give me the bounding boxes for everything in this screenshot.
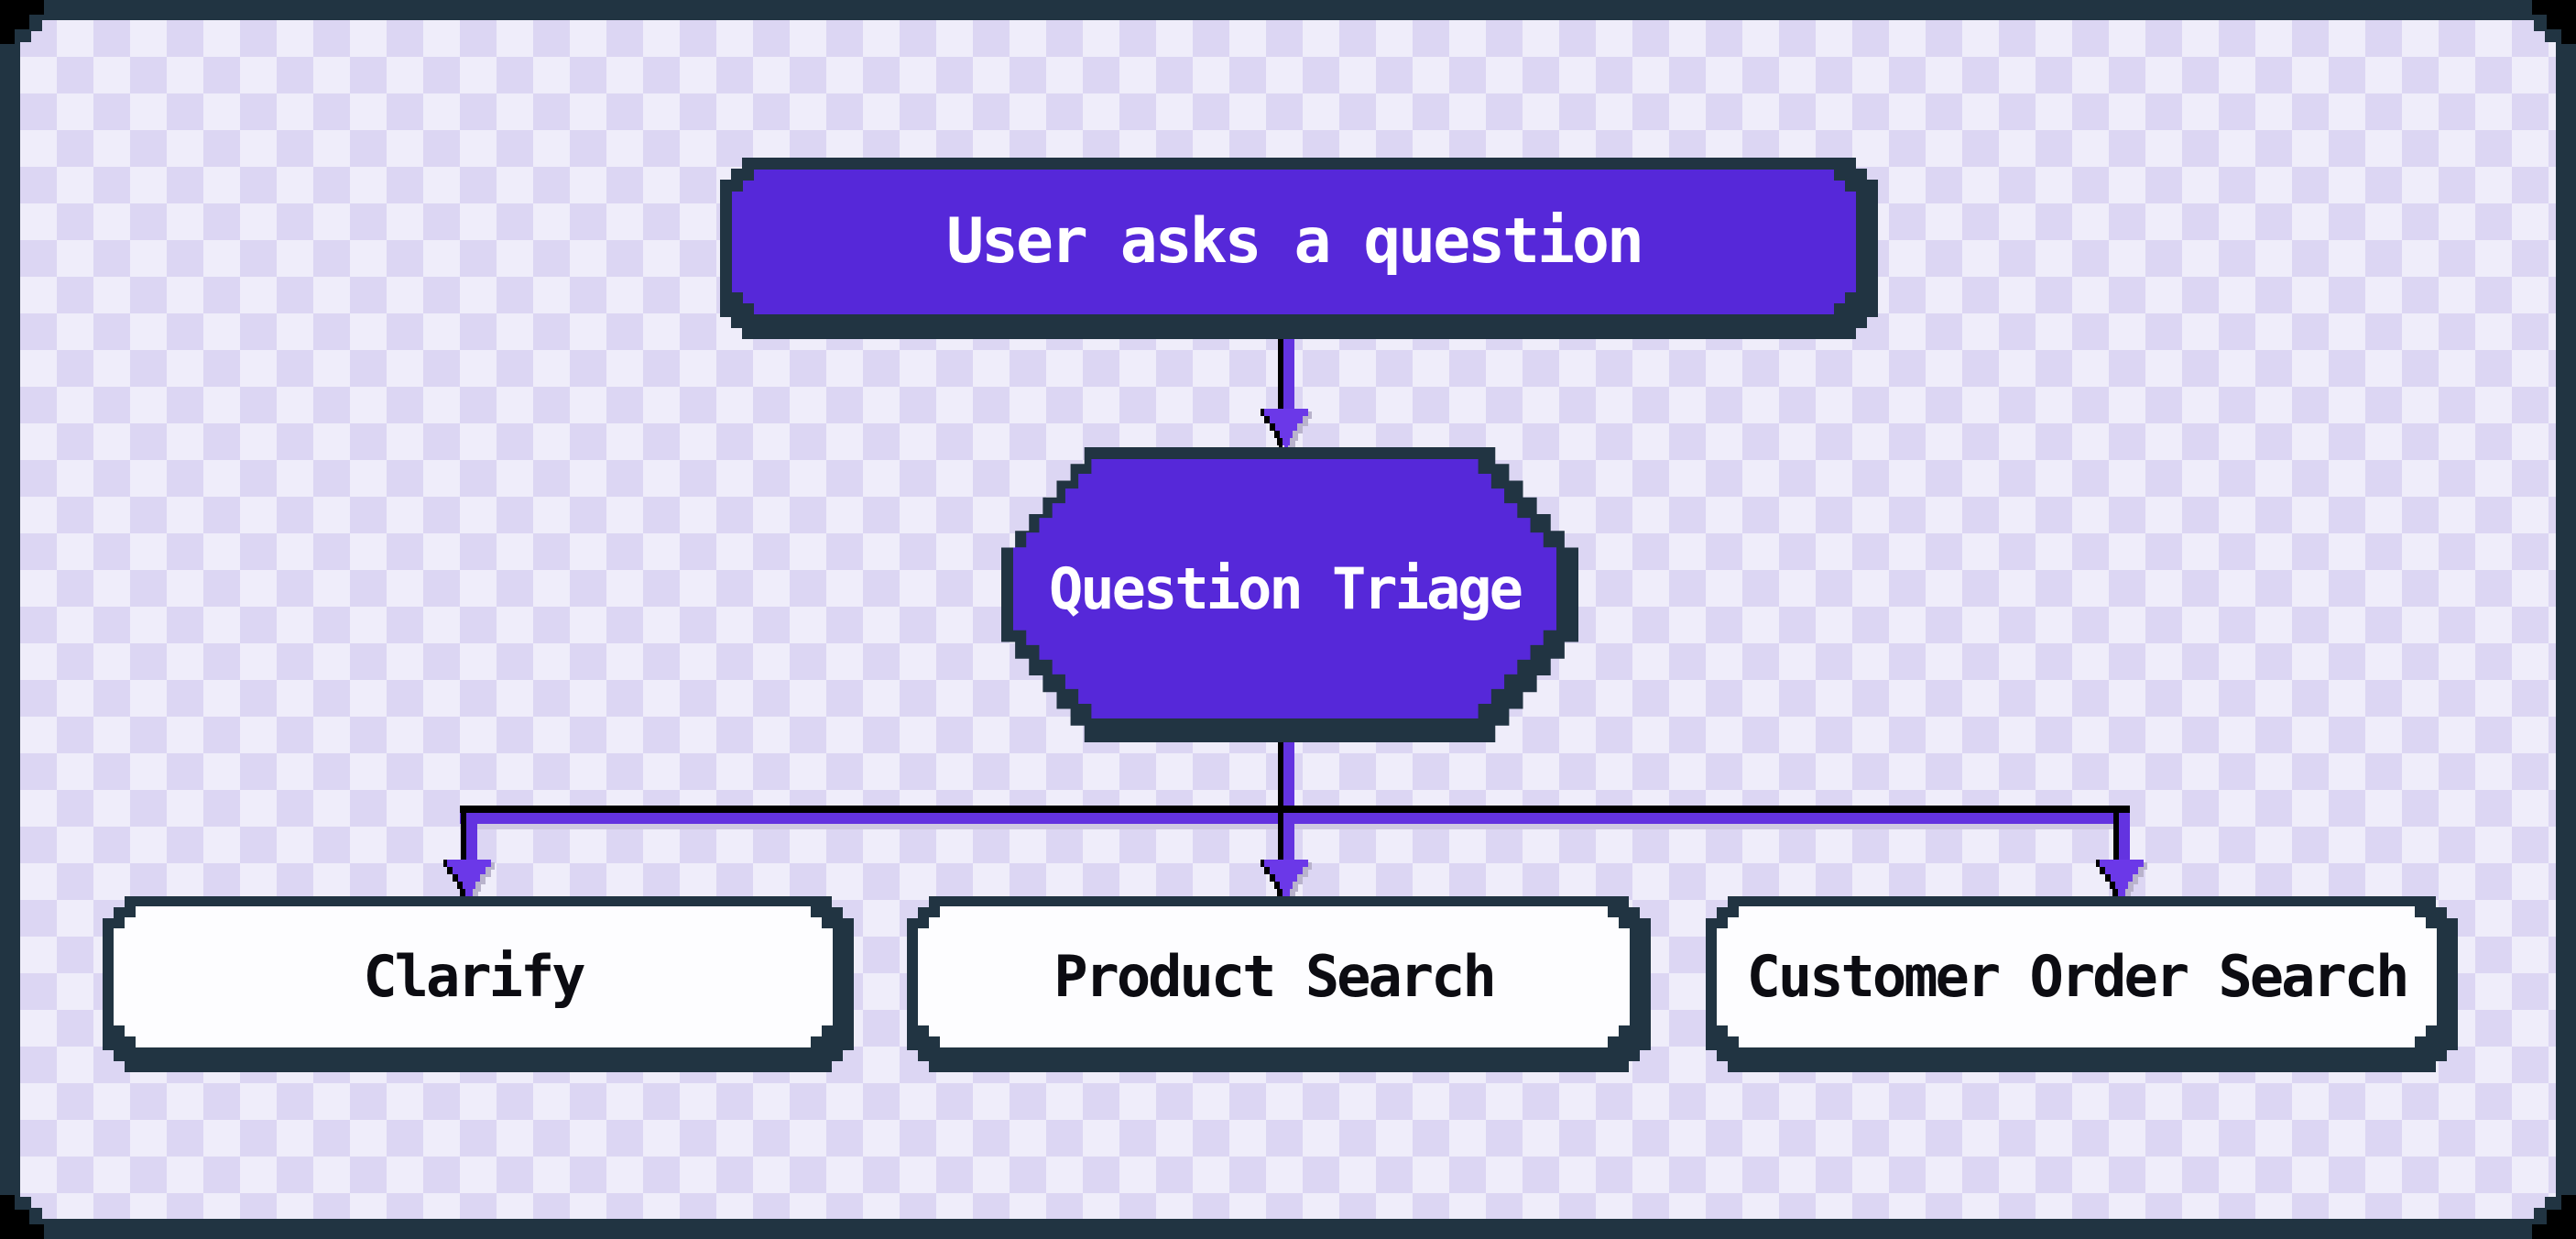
node-fill: Clarify <box>114 906 833 1047</box>
edge-start-to-triage <box>1261 337 1312 451</box>
edge-line <box>461 813 477 865</box>
arrowhead-down-icon <box>1261 409 1312 451</box>
node-label: Product Search <box>1053 943 1494 1010</box>
node-question-triage: Question Triage <box>1001 447 1578 742</box>
node-label: Customer Order Search <box>1746 943 2407 1010</box>
arrowhead-down-icon <box>443 860 495 902</box>
node-fill: Customer Order Search <box>1717 906 2437 1047</box>
edge-triage-stem <box>1278 739 1294 814</box>
edge-line <box>1278 337 1294 416</box>
edge-triage-to-customer <box>2096 813 2147 902</box>
node-label: Question Triage <box>1049 554 1523 622</box>
edge-triage-to-clarify <box>443 813 495 902</box>
node-product-search: Product Search <box>907 896 1651 1072</box>
edge-line <box>1278 813 1294 865</box>
node-user-asks-a-question: User asks a question <box>720 158 1878 339</box>
edge-triage-to-product <box>1261 813 1312 902</box>
node-label: Clarify <box>363 943 584 1010</box>
edge-split-bar <box>460 806 2130 829</box>
node-clarify: Clarify <box>103 896 854 1072</box>
node-fill: Product Search <box>918 906 1630 1047</box>
node-fill: User asks a question <box>732 170 1856 314</box>
edge-line <box>2113 813 2130 865</box>
arrowhead-down-icon <box>2096 860 2147 902</box>
arrowhead-down-icon <box>1261 860 1312 902</box>
node-fill: Question Triage <box>1013 459 1556 718</box>
node-label: User asks a question <box>946 205 1642 278</box>
node-customer-order-search: Customer Order Search <box>1706 896 2458 1072</box>
